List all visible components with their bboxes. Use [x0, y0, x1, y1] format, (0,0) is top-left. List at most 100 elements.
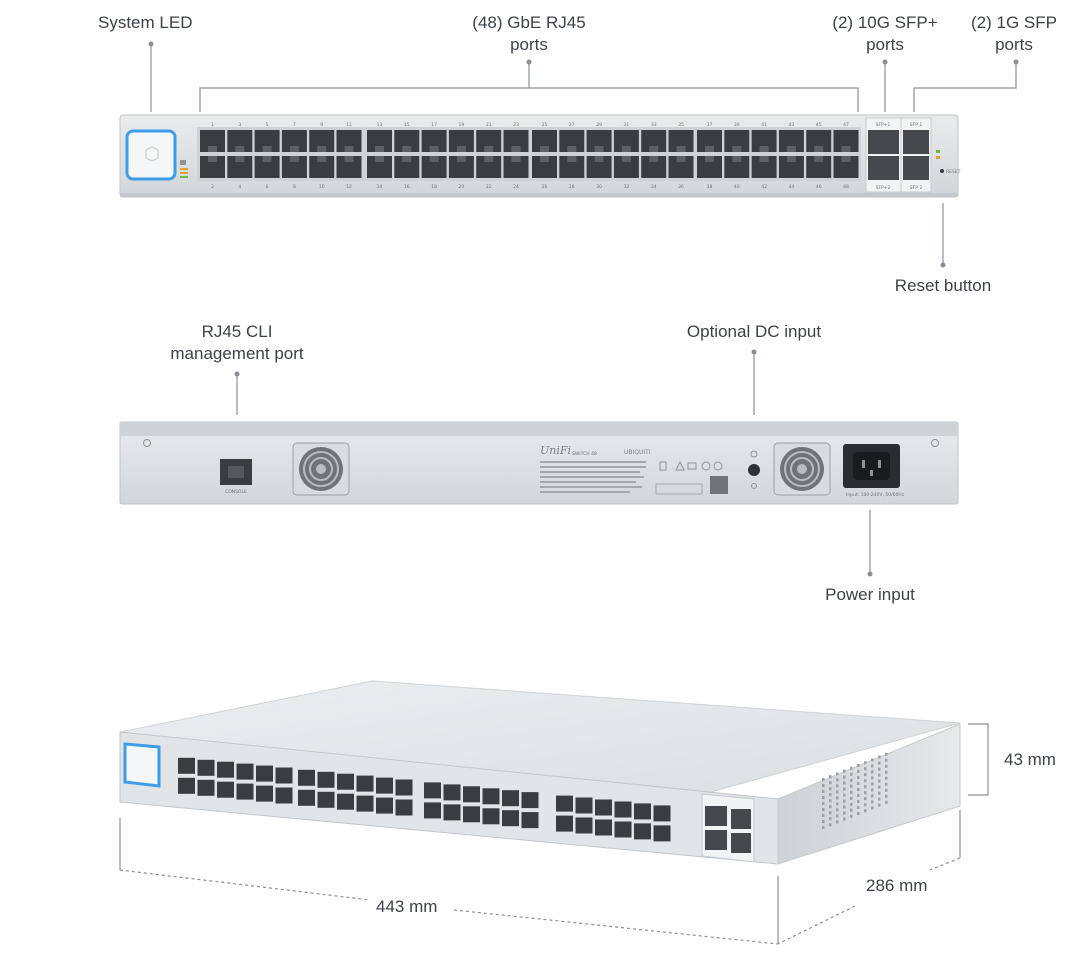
- perspective-rj45-port: [337, 773, 354, 790]
- rj45-port-13: [367, 130, 392, 152]
- rj45-port-block: [197, 127, 861, 181]
- vent-hole: [885, 788, 888, 792]
- rj45-port-latch: [456, 156, 466, 162]
- port-number-top: 23: [513, 122, 519, 128]
- vent-hole: [885, 752, 888, 756]
- vent-hole: [857, 800, 860, 803]
- perspective-rj45-port: [653, 825, 671, 842]
- fan-right-icon: [773, 442, 831, 496]
- brand-logo-text: UniFi: [540, 444, 571, 457]
- perspective-rj45-port: [653, 805, 671, 822]
- rj45-port-latch: [289, 146, 299, 152]
- port-number-bottom: 18: [431, 184, 437, 190]
- perspective-rj45-port: [424, 802, 441, 819]
- leader-dots-front: [148, 41, 1019, 268]
- port-number-bottom: 40: [734, 184, 740, 190]
- port-number-top: 17: [431, 122, 437, 128]
- rj45-port-latch: [705, 146, 714, 152]
- rj45-port-latch: [621, 156, 631, 162]
- port-number-top: 33: [651, 122, 657, 128]
- vent-hole: [822, 790, 825, 793]
- rj45-port-33: [641, 130, 667, 152]
- vent-hole: [864, 779, 867, 783]
- rj45-port-latch: [484, 146, 494, 152]
- vent-hole: [864, 809, 867, 813]
- rj45-port-16: [394, 156, 420, 178]
- rj45-port-38: [697, 156, 722, 178]
- rj45-port-1: [200, 130, 225, 152]
- rj45-port-29: [586, 130, 612, 152]
- vent-hole: [822, 814, 825, 817]
- rj45-port-9: [309, 130, 335, 152]
- perspective-rj45-port: [595, 799, 612, 816]
- perspective-rj45-port: [376, 777, 393, 794]
- rj45-port-43: [778, 130, 804, 152]
- vent-hole: [878, 773, 881, 777]
- rj45-port-8: [281, 156, 307, 178]
- vent-hole: [836, 808, 839, 812]
- vent-hole: [829, 793, 832, 797]
- rj45-port-latch: [344, 156, 354, 162]
- vent-hole: [857, 794, 860, 797]
- perspective-rj45-port: [376, 797, 393, 814]
- rj45-port-latch: [567, 146, 577, 152]
- sfp-plus-1-label: SFP+1: [876, 122, 891, 128]
- vent-hole: [843, 781, 846, 785]
- port-number-top: 1: [211, 122, 214, 128]
- port-number-top: 19: [459, 122, 465, 128]
- rj45-port-latch: [262, 156, 272, 162]
- perspective-rj45-port: [482, 808, 500, 825]
- vent-hole: [836, 820, 839, 824]
- vent-hole: [878, 797, 881, 801]
- reset-button-icon[interactable]: [940, 169, 944, 173]
- rj45-port-latch: [705, 156, 714, 162]
- rj45-port-5: [254, 130, 280, 152]
- perspective-rj45-port: [217, 761, 234, 778]
- vent-hole: [829, 805, 832, 809]
- vent-hole: [871, 782, 874, 786]
- perspective-rj45-port: [443, 804, 461, 821]
- vent-hole: [885, 758, 888, 762]
- vent-hole: [864, 773, 867, 777]
- rj45-port-latch: [786, 146, 796, 152]
- power-spec-text: Input: 100-240V, 50/60Hz: [846, 492, 905, 498]
- side-vents: [822, 752, 888, 829]
- perspective-rj45-port: [217, 781, 234, 798]
- vent-hole: [836, 802, 839, 806]
- vent-hole: [843, 769, 846, 773]
- rj45-port-3: [227, 130, 253, 152]
- vent-hole: [843, 793, 846, 797]
- port-number-top: 47: [843, 122, 849, 128]
- perspective-rj45-port: [256, 785, 273, 802]
- rj45-port-18: [421, 156, 447, 178]
- port-number-bottom: 38: [707, 184, 713, 190]
- reset-button-label: Reset button: [894, 276, 992, 295]
- rj45-port-latch: [732, 146, 742, 152]
- rj45-port-latch: [235, 146, 245, 152]
- perspective-led-icon: [123, 742, 161, 788]
- vent-hole: [864, 803, 867, 807]
- port-number-bottom: 24: [513, 184, 519, 190]
- rj45-port-latch: [511, 146, 521, 152]
- vent-hole: [850, 778, 853, 782]
- port-number-top: 45: [816, 122, 822, 128]
- vent-hole: [829, 811, 832, 815]
- perspective-view: [119, 680, 961, 865]
- perspective-rj45-port: [502, 790, 519, 807]
- perspective-rj45-port: [356, 775, 374, 792]
- vent-hole: [829, 775, 832, 779]
- rj45-port-24: [503, 156, 529, 178]
- width-dimension-label: 443 mm: [376, 897, 438, 916]
- vent-hole: [822, 808, 825, 811]
- height-dimension-label: 43 mm: [1004, 750, 1056, 769]
- rj45-port-latch: [456, 146, 466, 152]
- vent-hole: [857, 776, 860, 779]
- rj45-port-40: [724, 156, 750, 178]
- vent-hole: [843, 799, 846, 803]
- vent-hole: [885, 770, 888, 774]
- rj45-port-30: [586, 156, 612, 178]
- sfp-1-label: SFP 1: [910, 122, 923, 128]
- perspective-rj45-port: [595, 819, 612, 836]
- vent-hole: [857, 806, 860, 809]
- leader-dots-rear: [234, 349, 873, 577]
